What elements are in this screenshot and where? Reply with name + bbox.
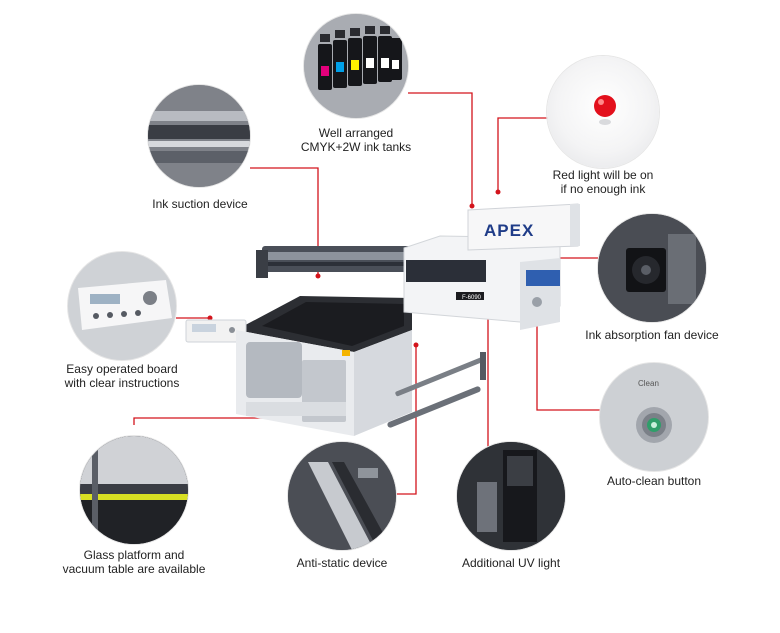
ink-tanks-detail bbox=[304, 14, 408, 118]
auto-clean-detail: Clean bbox=[600, 363, 708, 471]
leader-line-ink-suction bbox=[250, 167, 319, 276]
caption-red-light: Red light will be on if no enough ink bbox=[552, 168, 654, 196]
caption-ink-suction: Ink suction device bbox=[152, 197, 248, 211]
caption-auto-clean: Auto-clean button bbox=[606, 474, 702, 488]
ink-bottles-icon bbox=[304, 14, 408, 118]
caption-control-board: Easy operated board with clear instructi… bbox=[64, 362, 180, 390]
caption-ink-tanks: Well arranged CMYK+2W ink tanks bbox=[300, 126, 412, 154]
leader-line-anti-static bbox=[395, 345, 417, 495]
clean-button-icon bbox=[600, 363, 708, 471]
anti-static-bar-icon bbox=[288, 442, 396, 550]
caption-anti-static: Anti-static device bbox=[296, 556, 388, 570]
uv-lamp-icon bbox=[457, 442, 565, 550]
leader-line-red-light bbox=[497, 117, 558, 192]
caption-ink-fan: Ink absorption fan device bbox=[585, 328, 719, 342]
ink-suction-detail bbox=[148, 85, 250, 187]
glass-platform-icon bbox=[80, 436, 188, 544]
suction-rail-icon bbox=[148, 85, 250, 187]
caption-uv-light: Additional UV light bbox=[461, 556, 561, 570]
ink-fan-detail bbox=[598, 214, 706, 322]
leader-line-auto-clean bbox=[536, 302, 600, 411]
brand-logo: APEX bbox=[484, 221, 534, 240]
leader-line-ink-tanks bbox=[408, 92, 473, 206]
red-light-detail bbox=[547, 56, 659, 168]
anti-static-detail bbox=[288, 442, 396, 550]
model-plate: F-6090 bbox=[462, 295, 482, 301]
caption-glass-platform: Glass platform and vacuum table are avai… bbox=[62, 548, 206, 576]
uv-light-detail bbox=[457, 442, 565, 550]
fan-icon bbox=[598, 214, 706, 322]
clean-button-label: Clean bbox=[638, 379, 659, 388]
red-indicator-light-icon bbox=[594, 95, 616, 125]
control-board-detail bbox=[68, 252, 176, 360]
control-panel-icon bbox=[68, 252, 176, 360]
glass-platform-detail bbox=[80, 436, 188, 544]
